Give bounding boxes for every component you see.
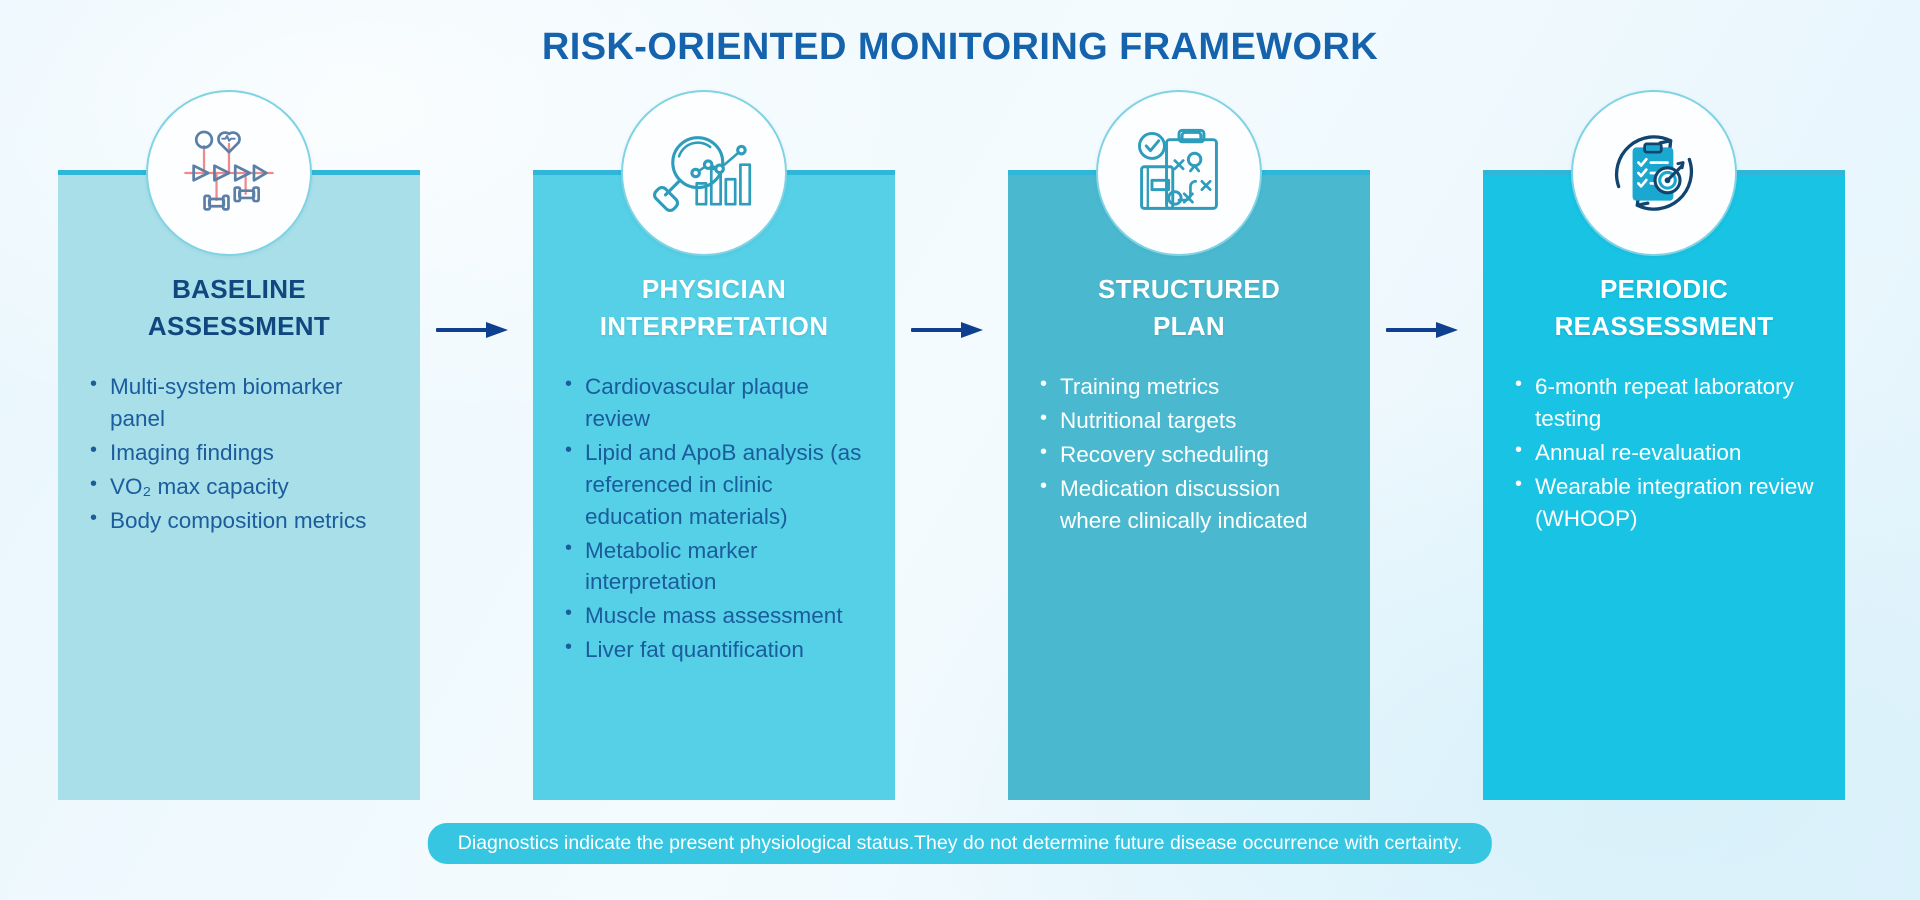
list-item: Medication discussion where clinically i… [1034, 472, 1344, 537]
stage-title-periodic-reassessment: PERIODIC REASSESSMENT [1509, 271, 1819, 345]
stage-title-line-2: ASSESSMENT [147, 310, 331, 341]
arrow-plan-to-reassessment [1386, 318, 1460, 342]
list-item: 6-month repeat laboratory testing [1509, 370, 1819, 435]
stage-card-structured-plan: STRUCTURED PLAN Training metrics Nutriti… [1008, 170, 1370, 800]
stage-bullets-physician-interpretation: Cardiovascular plaque review Lipid and A… [559, 370, 869, 666]
strategy-clipboard-icon [1127, 121, 1231, 225]
icon-badge-periodic-reassessment [1571, 90, 1737, 256]
disclaimer-banner: Diagnostics indicate the present physiol… [427, 823, 1493, 864]
stage-card-physician-interpretation: PHYSICIAN INTERPRETATION Cardiovascular … [533, 170, 895, 800]
arrow-physician-to-plan [911, 318, 985, 342]
stage-title-line-2: INTERPRETATION [599, 310, 829, 341]
list-item: Wearable integration review (WHOOP) [1509, 470, 1819, 535]
list-item: Training metrics [1034, 370, 1344, 403]
stage-title-line-1: BASELINE [172, 274, 306, 304]
list-item: Multi-system biomarker panel [84, 370, 394, 435]
arrow-baseline-to-physician [436, 318, 510, 342]
list-item: Cardiovascular plaque review [559, 370, 869, 435]
checklist-target-cycle-icon [1602, 121, 1706, 225]
stage-bullets-structured-plan: Training metrics Nutritional targets Rec… [1034, 370, 1344, 537]
list-item: Body composition metrics [84, 504, 394, 537]
health-timeline-icon [177, 121, 281, 225]
page-title: RISK-ORIENTED MONITORING FRAMEWORK [541, 26, 1379, 68]
stage-title-line-1: STRUCTURED [1097, 274, 1281, 304]
list-item: Lipid and ApoB analysis (as referenced i… [559, 436, 869, 533]
stage-card-periodic-reassessment: PERIODIC REASSESSMENT 6-month repeat lab… [1483, 170, 1845, 800]
icon-badge-structured-plan [1096, 90, 1262, 256]
list-item: Muscle mass assessment [559, 599, 869, 632]
list-item: Annual re-evaluation [1509, 436, 1819, 469]
icon-badge-physician-interpretation [621, 90, 787, 256]
framework-stage: BASELINE ASSESSMENT Multi-system biomark… [0, 170, 1920, 800]
stage-title-structured-plan: STRUCTURED PLAN [1034, 271, 1344, 345]
stage-title-physician-interpretation: PHYSICIAN INTERPRETATION [559, 271, 869, 345]
stage-title-baseline-assessment: BASELINE ASSESSMENT [84, 271, 394, 345]
list-item: Imaging findings [84, 436, 394, 469]
stage-title-line-2: REASSESSMENT [1554, 310, 1774, 341]
list-item: Liver fat quantification [559, 633, 869, 666]
magnifier-chart-icon [652, 121, 756, 225]
stage-card-baseline-assessment: BASELINE ASSESSMENT Multi-system biomark… [58, 170, 420, 800]
list-item: Recovery scheduling [1034, 438, 1344, 471]
stage-title-line-2: PLAN [1153, 310, 1225, 341]
stage-title-line-1: PHYSICIAN [641, 274, 787, 304]
list-item: Nutritional targets [1034, 404, 1344, 437]
list-item: VO₂ max capacity [84, 470, 394, 503]
stage-bullets-periodic-reassessment: 6-month repeat laboratory testing Annual… [1509, 370, 1819, 535]
stage-title-line-1: PERIODIC [1599, 274, 1729, 304]
list-item: Metabolic marker interpretation [559, 534, 869, 599]
stage-bullets-baseline-assessment: Multi-system biomarker panel Imaging fin… [84, 370, 394, 537]
icon-badge-baseline-assessment [146, 90, 312, 256]
